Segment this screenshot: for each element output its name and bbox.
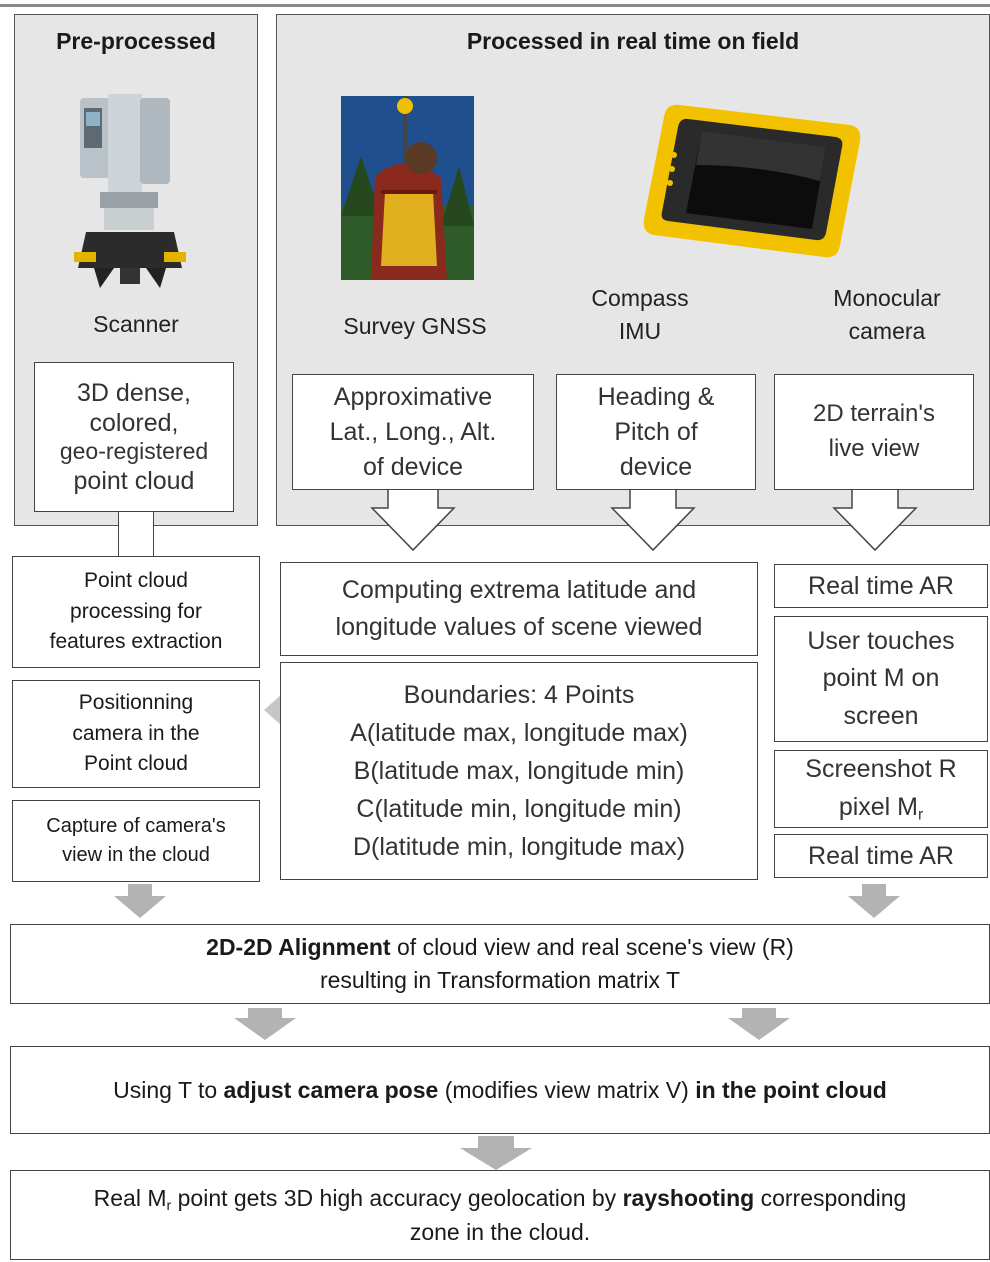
camera-output-box: 2D terrain's live view	[774, 374, 974, 490]
monocular-camera-line: Monocular	[833, 285, 941, 311]
final-subscript: r	[166, 1197, 172, 1214]
boundaries-box: Boundaries: 4 Points A(latitude max, lon…	[280, 662, 758, 880]
monocular-camera-label: Monocular camera	[792, 282, 982, 349]
real-time-ar-top-box: Real time AR	[774, 564, 988, 608]
positioning-line: Positionning	[78, 691, 194, 715]
alignment-rest: of cloud view and real scene's view (R)	[390, 934, 794, 961]
compass-imu-label: Compass IMU	[560, 282, 720, 349]
adjust-b2: in the point cloud	[695, 1076, 887, 1103]
alignment-line-2: resulting in Transformation matrix T	[319, 967, 681, 993]
imu-output-line: device	[619, 452, 693, 481]
scanner-label: Scanner	[93, 311, 179, 337]
boundary-point-c: C(latitude min, longitude min)	[356, 795, 682, 823]
real-time-ar-bottom-box: Real time AR	[774, 834, 988, 878]
gray-arrow-to-final	[460, 1136, 532, 1170]
compass-imu-line: IMU	[618, 318, 662, 345]
real-time-title: Processed in real time on field	[466, 28, 800, 54]
point-cloud-line: geo-registered	[59, 438, 209, 465]
imu-output-line: Pitch of	[614, 417, 698, 446]
survey-gnss-label: Survey GNSS	[343, 313, 487, 339]
imu-down-arrow	[610, 490, 696, 552]
gnss-output-box: Approximative Lat., Long., Alt. of devic…	[292, 374, 534, 490]
capture-line: view in the cloud	[62, 844, 210, 866]
top-rule	[0, 4, 990, 7]
adjust-camera-box: Using T to adjust camera pose (modifies …	[10, 1046, 990, 1134]
boundary-point-b: B(latitude max, longitude min)	[353, 757, 685, 785]
alignment-bold: 2D-2D Alignment	[206, 934, 391, 961]
gnss-output-line: Approximative	[333, 382, 493, 411]
screenshot-box: Screenshot R pixel Mr	[774, 750, 988, 828]
final-line-2: zone in the cloud.	[409, 1218, 591, 1245]
final-p3: corresponding	[754, 1184, 907, 1211]
gray-arrows-to-adjust	[234, 1008, 790, 1040]
outline-arrows	[370, 490, 918, 552]
compass-imu-line: Compass	[591, 285, 689, 311]
boundary-point-d: D(latitude min, longitude max)	[352, 833, 686, 861]
gray-arrow-right	[728, 1008, 790, 1040]
scanner-image	[70, 92, 200, 302]
alignment-line-1: 2D-2D Alignment of cloud view and real s…	[206, 931, 794, 964]
survey-gnss-image	[341, 96, 474, 280]
adjust-p2: (modifies view matrix V)	[438, 1076, 696, 1103]
adjust-b1: adjust camera pose	[223, 1076, 439, 1103]
boundary-point-a: A(latitude max, longitude max)	[350, 719, 688, 747]
positioning-line: camera in the	[72, 721, 200, 745]
real-time-ar-bottom-label: Real time AR	[808, 841, 954, 870]
gray-arrow-left	[114, 884, 166, 918]
computing-line: longitude values of scene viewed	[335, 613, 703, 641]
point-cloud-line: colored,	[89, 409, 179, 438]
computing-line: Computing extrema latitude and	[341, 575, 697, 604]
gray-arrows-to-alignment	[114, 884, 900, 918]
user-touch-line: point M on	[822, 664, 940, 693]
final-geolocation-box: Real Mr point gets 3D high accuracy geol…	[10, 1170, 990, 1260]
screenshot-pixel-subscript: r	[918, 806, 924, 824]
final-line-1: Real Mr point gets 3D high accuracy geol…	[94, 1182, 907, 1216]
final-bold: rayshooting	[622, 1184, 755, 1211]
user-touch-box: User touches point M on screen	[774, 616, 988, 742]
camera-output-line: live view	[828, 435, 920, 462]
user-touch-line: User touches	[807, 626, 955, 655]
screenshot-pixel-text: pixel M	[838, 792, 918, 821]
gray-arrow-center	[460, 1136, 532, 1170]
final-p2: point gets 3D high accuracy geolocation …	[171, 1184, 623, 1211]
pre-processed-title: Pre-processed	[56, 28, 216, 54]
point-cloud-line: point cloud	[73, 466, 195, 495]
point-cloud-line: 3D dense,	[77, 379, 191, 408]
alignment-box: 2D-2D Alignment of cloud view and real s…	[10, 924, 990, 1004]
positioning-line: Point cloud	[84, 752, 188, 776]
camera-output-line: 2D terrain's	[813, 400, 935, 428]
imu-output-line: Heading &	[597, 382, 715, 411]
real-time-ar-top-label: Real time AR	[808, 571, 954, 600]
gray-arrow-left	[234, 1008, 296, 1040]
monocular-camera-line: camera	[848, 318, 926, 345]
left-gray-arrow	[264, 694, 282, 726]
final-p1: Real M	[93, 1184, 167, 1211]
capture-view-box: Capture of camera's view in the cloud	[12, 800, 260, 882]
connector-stub	[118, 512, 154, 558]
gnss-output-line: of device	[362, 452, 464, 481]
screenshot-line: Screenshot R	[805, 755, 957, 784]
processing-line: processing for	[70, 599, 202, 623]
computing-extrema-box: Computing extrema latitude and longitude…	[280, 562, 758, 656]
capture-line: Capture of camera's	[46, 815, 226, 837]
positioning-camera-box: Positionning camera in the Point cloud	[12, 680, 260, 788]
adjust-line: Using T to adjust camera pose (modifies …	[113, 1074, 887, 1107]
gnss-down-arrow	[370, 490, 456, 552]
point-cloud-processing-box: Point cloud processing for features extr…	[12, 556, 260, 668]
camera-down-arrow	[832, 490, 918, 552]
gnss-output-line: Lat., Long., Alt.	[329, 417, 497, 446]
imu-output-box: Heading & Pitch of device	[556, 374, 756, 490]
screenshot-pixel-line: pixel Mr	[839, 789, 923, 827]
gray-arrow-right	[848, 884, 900, 918]
boundaries-title: Boundaries: 4 Points	[403, 681, 635, 709]
processing-line: Point cloud	[84, 569, 188, 593]
user-touch-line: screen	[843, 701, 919, 730]
tablet-image	[640, 95, 864, 263]
adjust-p1: Using T to	[113, 1076, 224, 1103]
processing-line: features extraction	[49, 630, 223, 654]
point-cloud-box: 3D dense, colored, geo-registered point …	[34, 362, 234, 512]
